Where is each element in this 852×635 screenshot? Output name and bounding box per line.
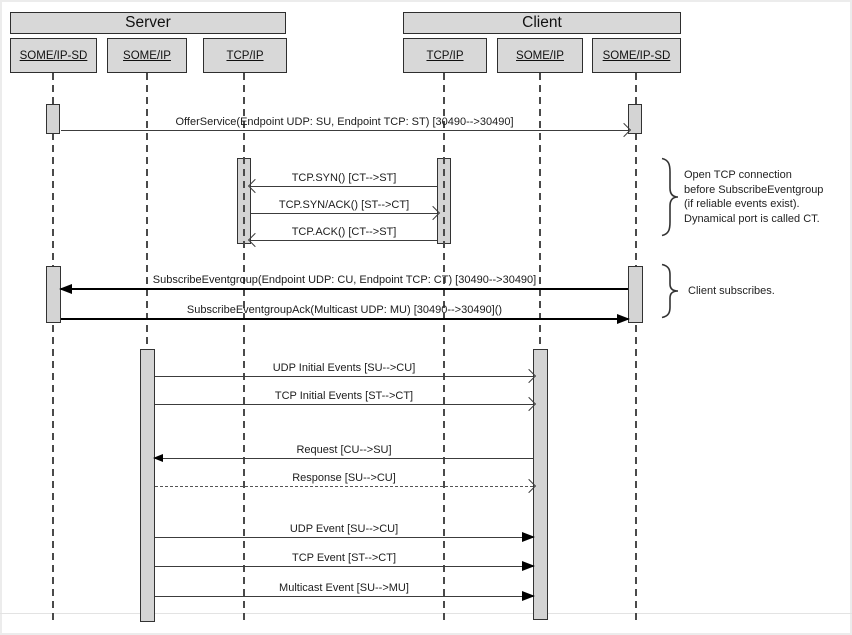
message-label: Request [CU-->SU]: [296, 444, 392, 456]
activation-client-sd-offer: [628, 104, 642, 134]
arrowhead-icon: [522, 532, 535, 542]
lifeline-server-someip-sd: [52, 73, 54, 621]
frame-divider: [0, 613, 852, 614]
participant-client-tcpip: TCP/IP: [403, 38, 487, 73]
client-group-header: Client: [403, 12, 681, 34]
message-label: TCP.SYN/ACK() [ST-->CT]: [278, 199, 410, 211]
arrowhead-icon: [59, 284, 72, 294]
message-label: Multicast Event [SU-->MU]: [279, 582, 409, 594]
note-tcp-connection: Open TCP connection before SubscribeEven…: [684, 169, 824, 225]
lifeline-server-someip: [146, 73, 148, 621]
message-label: OfferService(Endpoint UDP: SU, Endpoint …: [175, 116, 514, 128]
message-label: Response [SU-->CU]: [292, 472, 396, 484]
message-label: SubscribeEventgroupAck(Multicast UDP: MU…: [186, 304, 503, 316]
participant-client-someip-sd: SOME/IP-SD: [592, 38, 681, 73]
activation-server-sd-offer: [46, 104, 60, 134]
lifeline-server-tcpip: [243, 73, 245, 621]
arrowhead-icon: [522, 591, 535, 601]
activation-server-sd-subscribe: [46, 266, 61, 323]
note-client-subscribes: Client subscribes.: [688, 285, 775, 297]
message-label: SubscribeEventgroup(Endpoint UDP: CU, En…: [152, 274, 537, 286]
activation-server-someip: [140, 349, 155, 622]
lifeline-client-someip: [539, 73, 541, 621]
curly-brace-icon: [661, 263, 679, 319]
server-group-header: Server: [10, 12, 286, 34]
message-label: TCP Event [ST-->CT]: [291, 552, 397, 564]
arrowhead-icon: [617, 314, 630, 324]
arrowhead-icon: [522, 561, 535, 571]
curly-brace-icon: [661, 157, 679, 237]
message-label: UDP Initial Events [SU-->CU]: [272, 362, 416, 374]
message-label: TCP.ACK() [CT-->ST]: [291, 226, 397, 238]
participant-server-tcpip: TCP/IP: [203, 38, 287, 73]
activation-client-sd-subscribe: [628, 266, 643, 323]
activation-client-someip: [533, 349, 548, 620]
participant-client-someip: SOME/IP: [497, 38, 583, 73]
participant-server-someip: SOME/IP: [107, 38, 187, 73]
message-label: TCP.SYN() [CT-->ST]: [291, 172, 397, 184]
message-label: UDP Event [SU-->CU]: [289, 523, 399, 535]
message-label: TCP Initial Events [ST-->CT]: [274, 390, 414, 402]
lifeline-client-someip-sd: [635, 73, 637, 621]
lifeline-client-tcpip: [443, 73, 445, 621]
participant-server-someip-sd: SOME/IP-SD: [10, 38, 97, 73]
arrowhead-icon: [153, 453, 163, 462]
